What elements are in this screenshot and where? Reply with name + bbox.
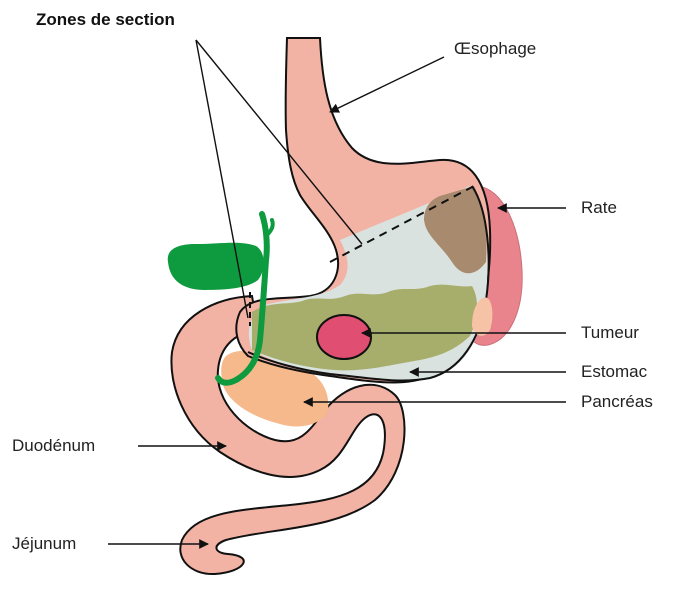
label-pancreas: Pancréas	[581, 392, 653, 411]
title: Zones de section	[36, 10, 175, 29]
gallbladder-shape	[168, 243, 264, 290]
label-oesophage: Œsophage	[454, 39, 536, 58]
label-tumeur: Tumeur	[581, 323, 639, 342]
tumor-shape	[317, 315, 371, 359]
label-duodenum: Duodénum	[12, 436, 95, 455]
label-rate: Rate	[581, 198, 617, 217]
label-estomac: Estomac	[581, 362, 648, 381]
oesophage-arrow	[330, 57, 444, 112]
label-jejunum: Jéjunum	[12, 534, 76, 553]
